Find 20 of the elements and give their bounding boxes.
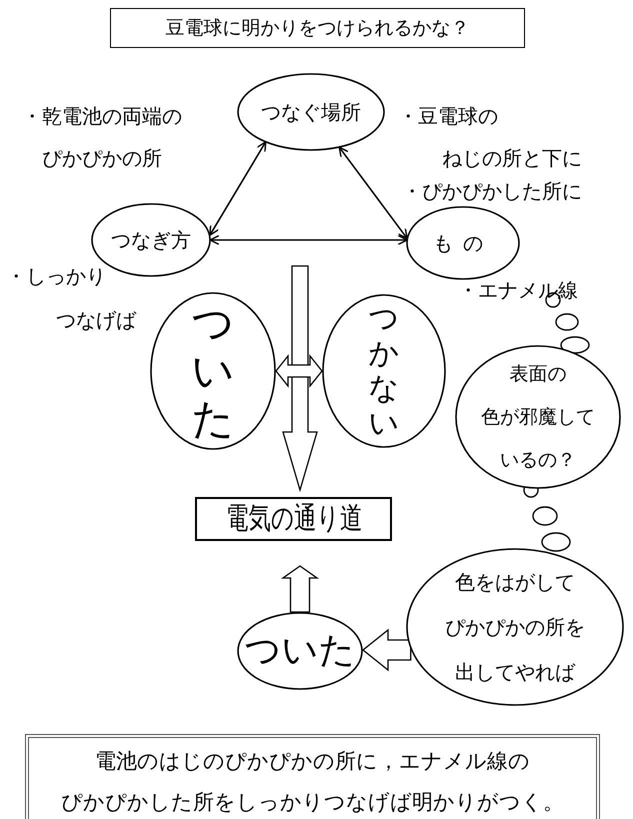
note-text: ・乾電池の両端のぴかぴかの所	[22, 103, 183, 172]
block-arrow	[282, 265, 318, 492]
note-text: ・ぴかぴかした所に	[402, 178, 582, 205]
note-text: ・豆電球のねじの所と下に	[398, 103, 583, 172]
thought-bubble: 色をはがしてぴかぴかの所を出してやれば	[406, 548, 624, 706]
double-block-arrow	[275, 354, 323, 388]
block-arrow	[362, 628, 412, 672]
ellipse: つかない	[322, 294, 446, 448]
double-arrow	[209, 141, 266, 236]
block-arrow	[280, 565, 320, 613]
ellipse: ついた	[150, 292, 276, 450]
ellipse: もの	[406, 206, 520, 280]
double-arrow	[338, 146, 408, 240]
conclusion-box: 電池のはじのぴかぴかの所に，エナメル線のぴかぴかした所をしっかりつなげば明かりがつく。	[25, 734, 600, 819]
ellipse: ついた	[237, 612, 363, 690]
title-box: 豆電球に明かりをつけられるかな？	[110, 8, 525, 48]
box: 電気の通り道	[195, 497, 392, 541]
thought-bubble: 表面の色が邪魔しているの？	[455, 345, 621, 489]
ellipse: つなぐ場所	[237, 73, 385, 151]
double-arrow	[209, 234, 408, 246]
